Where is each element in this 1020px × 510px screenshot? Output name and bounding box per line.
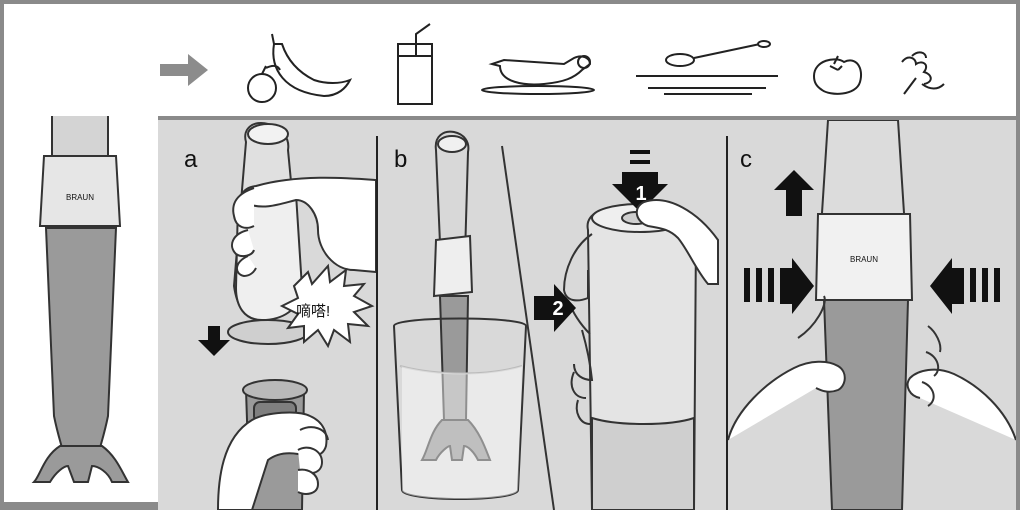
banana-apple-icon (248, 34, 350, 102)
arrow-down-icon (198, 326, 230, 356)
hand-blender-illustration: BRAUN (34, 116, 128, 482)
food-strip (4, 4, 1016, 116)
arrow-left-in-icon (930, 258, 1000, 314)
panel-b: b (378, 120, 726, 510)
arrow-right-icon (160, 54, 208, 86)
tomato-icon (814, 56, 861, 94)
step2-number: 2 (552, 298, 563, 320)
parsley-icon (902, 52, 944, 94)
arrow-right-in-icon (744, 258, 814, 314)
steps-area: a (158, 120, 1016, 510)
gravy-boat-icon (482, 56, 594, 94)
step1-number: 1 (635, 183, 646, 205)
brand-logo: BRAUN (66, 193, 94, 202)
hand-right (908, 326, 1016, 440)
arrow-up-icon (774, 170, 814, 216)
plate-with-spoon-icon (636, 41, 778, 94)
brand-logo: BRAUN (850, 255, 878, 264)
panel-c: c BRAUN (728, 120, 1016, 510)
motor-closeup: BRAUN (816, 120, 912, 510)
blender-overview: BRAUN (4, 116, 158, 502)
panel-a: a (158, 120, 376, 510)
motor-closeup (588, 204, 697, 510)
glass-with-straw-icon (398, 24, 432, 104)
click-text: 嘀嗒! (296, 300, 330, 321)
